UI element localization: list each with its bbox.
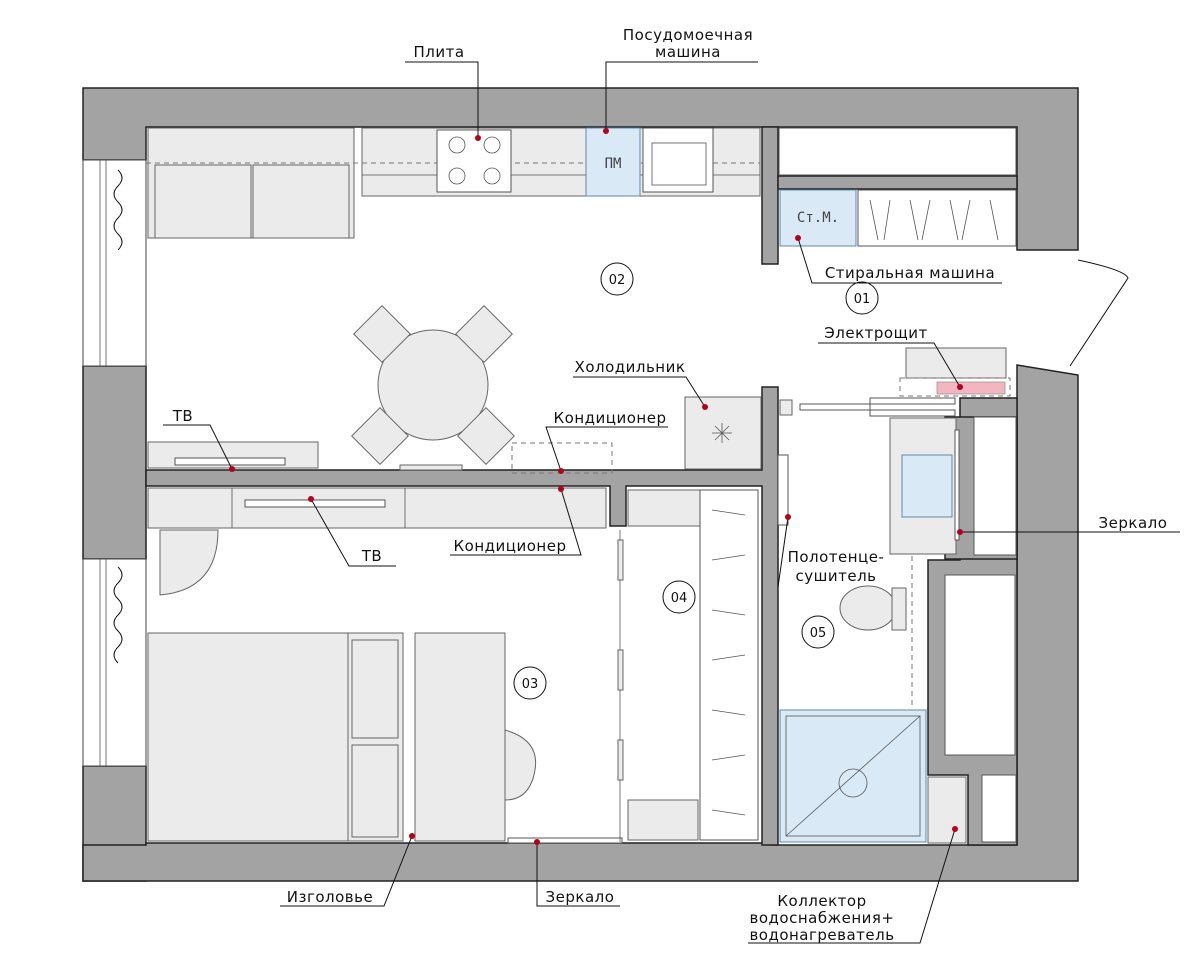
- collector-label-line1: Коллектор: [777, 892, 866, 910]
- towel-dryer-label-line2: сушитель: [796, 567, 877, 585]
- ac-bottom-label: Кондиционер: [454, 537, 567, 555]
- tv-bottom-label: ТВ: [361, 547, 382, 565]
- ac-top-label: Кондиционер: [554, 409, 667, 427]
- room-03-label: 03: [522, 677, 539, 692]
- leader-lines: [163, 61, 1180, 944]
- wardrobe: [617, 489, 759, 842]
- room-02-label: 02: [609, 273, 626, 288]
- electric-panel-label: Электрощит: [824, 324, 927, 342]
- labels: Плита Посудомоечная машина Стиральная ма…: [172, 26, 1168, 944]
- mirror-right-label: Зеркало: [1099, 514, 1168, 532]
- window-bottom: [82, 558, 147, 767]
- window-top: [82, 159, 147, 367]
- dishwasher-mark: ПМ: [605, 156, 622, 172]
- tv-top-label: ТВ: [172, 407, 193, 425]
- washer-mark: Ст.М.: [797, 210, 839, 226]
- kitchen-furniture: [146, 127, 762, 474]
- room-01-label: 01: [854, 292, 871, 307]
- dishwasher-label-line1: Посудомоечная: [623, 26, 753, 44]
- room-numbers: 02 01 03 04 05: [513, 262, 879, 700]
- bedroom-furniture: [147, 487, 623, 844]
- towel-dryer-label-line1: Полотенце-: [788, 548, 885, 566]
- washing-machine-label: Стиральная машина: [825, 264, 995, 282]
- fridge-label: Холодильник: [575, 358, 686, 376]
- room-04-label: 04: [671, 591, 688, 606]
- mirror-bottom-label: Зеркало: [546, 888, 615, 906]
- collector-label-line3: водонагреватель: [749, 926, 894, 944]
- dishwasher-label-line2: машина: [655, 43, 721, 61]
- collector-label-line2: водоснабжения+: [750, 909, 895, 927]
- room-05-label: 05: [810, 626, 827, 641]
- headboard-label: Изголовье: [287, 888, 373, 906]
- stove-label: Плита: [413, 43, 464, 61]
- bathroom-fixtures: [779, 417, 967, 844]
